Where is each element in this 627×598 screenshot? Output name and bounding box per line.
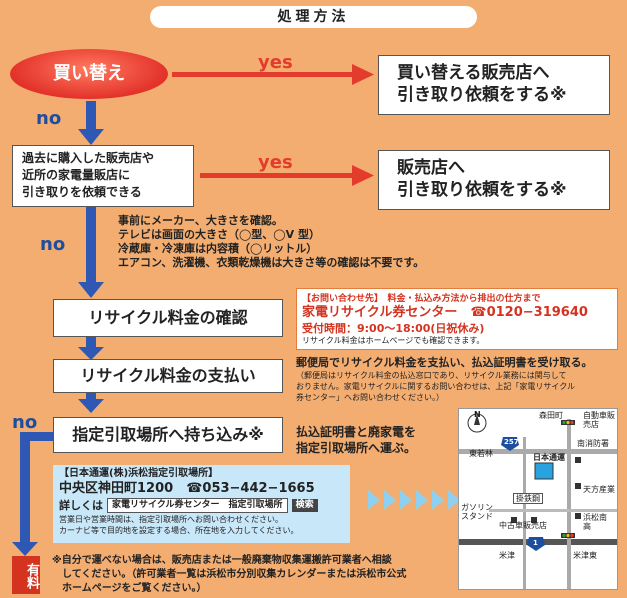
contact-phone: ☎0120−319640 xyxy=(470,305,588,320)
location-phone: ☎053−442−1665 xyxy=(186,481,315,496)
dest2-line2: 引き取り依頼をする※ xyxy=(397,180,567,200)
location-box: 【日本通運(株)浜松指定引取場所】 中央区神田町1200 ☎053−442−16… xyxy=(53,465,350,543)
check-note: 事前にメーカー、大きさを確認。 テレビは画面の大きさ（◯型、◯V 型） 冷蔵庫・… xyxy=(118,214,478,270)
map-label-morita: 森田町 xyxy=(539,411,563,420)
map-roads xyxy=(459,413,617,589)
map-route-1: 1 xyxy=(533,539,538,547)
map-label-yonezu-east: 米津東 xyxy=(573,551,597,560)
map-label-amakata: 天方産業 xyxy=(583,485,615,494)
step-pay-fee: リサイクル料金の支払い xyxy=(53,359,283,393)
contact-box: 【お問い合わせ先】 料金・払込み方法から排出の仕方まで 家電リサイクル券センター… xyxy=(296,288,618,350)
pay-note-sub1: （郵便局はリサイクル料金の払込窓口であり、リサイクル業務には関与して xyxy=(296,371,567,380)
no-label-1: no xyxy=(36,108,62,129)
bring-note-line1: 払込証明書と廃家電を xyxy=(296,425,417,439)
map-label-nittsu: 日本通運 xyxy=(533,453,565,462)
no-arrow-1 xyxy=(78,101,104,145)
yes-label-2: yes xyxy=(258,152,293,173)
pay-note-sub3: 券センター」へお問い合わせください。） xyxy=(296,393,444,402)
contact-name: 家電リサイクル券センター xyxy=(302,305,458,320)
footnote-line1: ※自分で運べない場合は、販売店または一般廃棄物収集運搬許可業者へ相談 xyxy=(52,555,392,566)
contact-title: 【お問い合わせ先】 料金・払込み方法から排出の仕方まで xyxy=(302,294,541,304)
dest2-line1: 販売店へ xyxy=(397,158,465,178)
no-arrow-3 xyxy=(78,336,104,360)
pay-note: 郵便局でリサイクル料金を支払い、払込証明書を受け取る。 （郵便局はリサイクル料金… xyxy=(296,356,620,403)
footnote: ※自分で運べない場合は、販売店または一般廃棄物収集運搬許可業者へ相談 してくださ… xyxy=(52,554,452,596)
start-node-kaikae: 買い替え xyxy=(10,49,168,99)
map-label-higashiwakabayashi: 東若林 xyxy=(469,449,493,458)
contact-hours: 受付時間：9:00〜18:00(日祝休み) xyxy=(302,322,485,335)
pay-note-main: 郵便局でリサイクル料金を支払い、払込証明書を受け取る。 xyxy=(296,356,593,369)
footnote-line2: してください。（許可業者一覧は浜松市分別収集カレンダーまたは浜松市公式 xyxy=(52,569,407,580)
no-label-3: no xyxy=(12,412,38,433)
no-arrow-2 xyxy=(78,206,104,298)
search-term-box[interactable]: 家電リサイクル券センター 指定引取場所 xyxy=(107,498,288,513)
yes-arrow-1 xyxy=(172,64,374,85)
check-note-line2: テレビは画面の大きさ（◯型、◯V 型） xyxy=(118,228,320,241)
dest-box-2: 販売店へ 引き取り依頼をする※ xyxy=(378,150,610,210)
dest1-line2: 引き取り依頼をする※ xyxy=(397,85,567,105)
step-bring: 指定引取場所へ持ち込み※ xyxy=(53,417,283,453)
check-note-line3: 冷蔵庫・冷凍庫は内容積（◯リットル） xyxy=(118,242,318,255)
location-address-row: 中央区神田町1200 ☎053−442−1665 xyxy=(59,480,344,497)
dest-box-1: 買い替える販売店へ 引き取り依頼をする※ xyxy=(378,55,610,115)
map-compass-n: N xyxy=(474,410,481,419)
no-arrow-4 xyxy=(78,392,104,413)
map-label-used-car: 中古車販売店 xyxy=(499,521,547,530)
map-label-gas-station: ガソリンスタンド xyxy=(461,503,493,521)
bring-note-line2: 指定引取場所へ運ぶ。 xyxy=(296,441,417,455)
location-title: 【日本通運(株)浜松指定引取場所】 xyxy=(59,468,219,479)
contact-web: リサイクル料金はホームページでも確認できます。 xyxy=(302,336,485,345)
location-note1: 営業日や営業時間は、指定引取場所へお問い合わせください。 xyxy=(59,515,283,524)
location-note2: カーナビ等で目的地を設定する場合、所在地を入力してください。 xyxy=(59,526,299,535)
location-search-row: 詳しくは 家電リサイクル券センター 指定引取場所 検索 xyxy=(59,497,344,514)
check-note-line4: エアコン、洗濯機、衣類乾燥機は大きさ等の確認は不要です。 xyxy=(118,256,425,269)
no-arrow-5 xyxy=(12,432,54,556)
no-label-2: no xyxy=(40,234,66,255)
contact-name-row: 家電リサイクル券センター ☎0120−319640 xyxy=(302,304,612,322)
yes-arrow-2 xyxy=(200,165,374,186)
map-label-fire: 南消防署 xyxy=(577,439,609,448)
location-detail-label: 詳しくは xyxy=(59,499,103,512)
map-route-257: 257 xyxy=(504,438,519,446)
map-label-kaketekko: 掛鉄鋼 xyxy=(513,493,543,504)
dest1-line1: 買い替える販売店へ xyxy=(397,63,550,83)
q2-line1: 過去に購入した販売店や xyxy=(22,151,155,165)
map-label-car-dealer: 自動車販売店 xyxy=(583,411,615,429)
question-box-2: 過去に購入した販売店や 近所の家電量販店に 引き取りを依頼できる xyxy=(12,145,194,207)
map-label-minami-high: 浜松南高 xyxy=(583,513,607,531)
bring-note: 払込証明書と廃家電を 指定引取場所へ運ぶ。 xyxy=(296,424,416,456)
q2-line3: 引き取りを依頼できる xyxy=(22,185,142,199)
yes-label-1: yes xyxy=(258,52,293,73)
location-address: 中央区神田町1200 xyxy=(59,481,174,496)
location-map: N 森田町 自動車販売店 南消防署 東若林 日本通運 天方産業 掛鉄鋼 ガソリン… xyxy=(458,408,618,590)
map-label-yonezu: 米津 xyxy=(499,551,515,560)
search-button[interactable]: 検索 xyxy=(291,499,318,512)
footnote-line3: ホームページをご覧ください。） xyxy=(52,583,207,594)
check-note-line1: 事前にメーカー、大きさを確認。 xyxy=(118,214,283,227)
pay-note-sub2: おりません。家電リサイクルに関するお問い合わせは、上記「家電リサイクル xyxy=(296,382,575,391)
page-title: 処理方法 xyxy=(150,6,477,28)
chevrons-to-map xyxy=(368,490,460,510)
paid-badge: 有料 xyxy=(12,556,40,594)
q2-line2: 近所の家電量販店に xyxy=(22,168,131,182)
step-check-fee: リサイクル料金の確認 xyxy=(53,299,283,337)
